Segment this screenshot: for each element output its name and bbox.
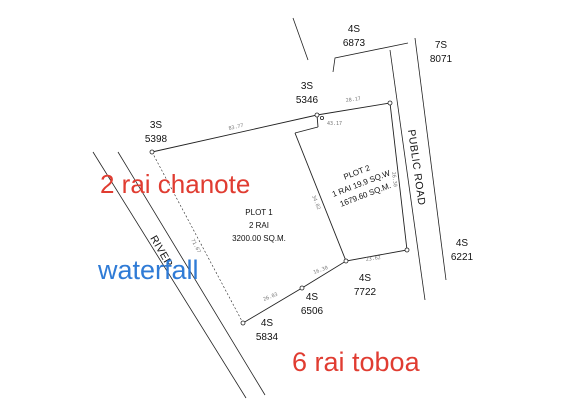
survey-marker xyxy=(299,285,305,291)
parcel-number: 6506 xyxy=(301,306,324,317)
dimension-bottom-right: 23.62 xyxy=(365,255,381,263)
survey-markers xyxy=(149,100,410,326)
annotation-chanote: 2 rai chanote xyxy=(100,169,250,199)
dimension-top-mid: 43.17 xyxy=(327,121,342,127)
river-banks xyxy=(92,151,266,399)
parcel-code: 3S xyxy=(301,81,314,92)
dimension-top-right: 28.17 xyxy=(345,96,361,104)
dimension-bottom-mid: 16.30 xyxy=(313,265,329,276)
plot-1-label: PLOT 1 2 RAI 3200.00 SQ.M. xyxy=(232,208,286,243)
river-bank-left xyxy=(92,151,247,399)
parcel-number: 5834 xyxy=(256,332,279,343)
annotation-toboa: 6 rai toboa xyxy=(292,347,421,377)
parcel-number: 5398 xyxy=(145,134,168,145)
plot-1-area: 3200.00 SQ.M. xyxy=(232,234,286,243)
parcel-code: 4S xyxy=(261,318,274,329)
annotation-waterfall: waterfall xyxy=(97,255,199,285)
parcel-number: 5346 xyxy=(296,95,319,106)
road-edge-right xyxy=(414,37,447,281)
neighbor-boundary-top xyxy=(332,42,409,73)
survey-marker xyxy=(387,100,393,106)
parcel-4S-6221: 4S 6221 xyxy=(451,238,474,263)
river-bank-right xyxy=(117,151,266,396)
survey-marker xyxy=(314,112,320,118)
parcel-3S-5346: 3S 5346 xyxy=(296,81,319,106)
survey-marker xyxy=(319,116,324,121)
parcel-number: 6873 xyxy=(343,38,366,49)
parcel-4S-7722: 4S 7722 xyxy=(354,273,377,298)
survey-marker xyxy=(149,149,155,155)
parcel-number: 7722 xyxy=(354,287,377,298)
parcel-code: 7S xyxy=(435,40,448,51)
neighbor-boundary-top-left xyxy=(292,17,309,61)
plot-divider xyxy=(294,132,347,262)
parcel-4S-6873: 4S 6873 xyxy=(343,24,366,49)
plot-divider-top xyxy=(294,126,319,134)
parcel-code: 4S xyxy=(359,273,372,284)
parcel-4S-6506: 4S 6506 xyxy=(301,292,324,317)
plot-1-title: PLOT 1 xyxy=(245,208,273,217)
dimension-plot2-left: 34.02 xyxy=(310,195,321,211)
road-edges xyxy=(292,17,447,301)
parcel-code: 4S xyxy=(306,292,319,303)
parcel-code: 4S xyxy=(456,238,469,249)
road-edge-left xyxy=(389,49,426,301)
parcel-code: 3S xyxy=(150,120,163,131)
parcel-4S-5834: 4S 5834 xyxy=(256,318,279,343)
dimension-right-side: 26.30 xyxy=(390,172,398,188)
parcel-number: 6221 xyxy=(451,252,474,263)
dimension-top-left: 83.77 xyxy=(228,123,244,132)
plot-2-label: PLOT 2 1 RAI 19.9 SQ.W 1679.60 SQ.M. xyxy=(331,163,392,209)
dimension-left-side: 71.67 xyxy=(189,238,201,254)
public-road-label: PUBLIC ROAD xyxy=(405,129,428,207)
parcel-number: 8071 xyxy=(430,54,453,65)
survey-marker xyxy=(343,258,349,264)
parcel-7S-8071: 7S 8071 xyxy=(430,40,453,65)
dimension-bottom-left: 26.03 xyxy=(263,292,279,303)
plot-1-size: 2 RAI xyxy=(249,221,269,230)
survey-marker xyxy=(240,320,246,326)
parcel-code: 4S xyxy=(348,24,361,35)
survey-marker xyxy=(404,247,410,253)
parcel-3S-5398: 3S 5398 xyxy=(145,120,168,145)
plot-boundary-river xyxy=(151,151,244,324)
